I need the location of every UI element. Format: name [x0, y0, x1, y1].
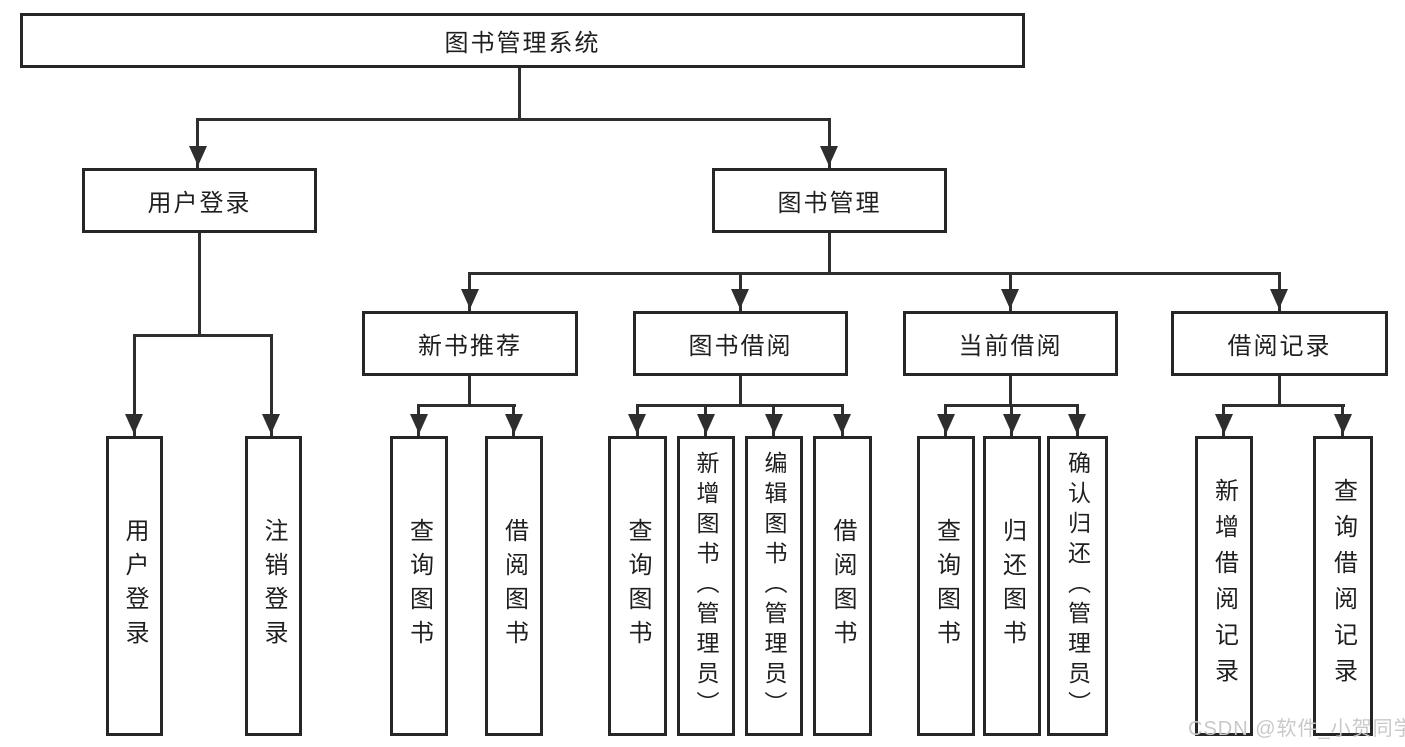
connector-line — [196, 118, 831, 121]
leaf-label: 查询图书 — [932, 518, 960, 654]
node-root-label: 图书管理系统 — [444, 30, 601, 57]
connector-line — [270, 334, 273, 436]
leaf-label: 查询借阅记录 — [1329, 478, 1357, 694]
arrow-down-icon — [1068, 414, 1086, 434]
leaf-label: 新增图书（管理员） — [693, 451, 719, 721]
node-book-borrow-label: 图书借阅 — [688, 333, 793, 360]
leaf-add-borrow-record: 新增借阅记录 — [1195, 436, 1253, 736]
connector-line — [518, 68, 521, 120]
connector-line — [739, 376, 742, 406]
arrow-down-icon — [1001, 289, 1019, 309]
leaf-label: 归还图书 — [998, 518, 1026, 654]
leaf-logout: 注销登录 — [245, 436, 302, 736]
arrow-down-icon — [1003, 414, 1021, 434]
leaf-confirm-return-admin: 确认归还（管理员） — [1047, 436, 1108, 736]
connector-line — [133, 334, 273, 337]
connector-line — [1278, 376, 1281, 406]
arrow-down-icon — [937, 414, 955, 434]
arrow-down-icon — [1334, 414, 1352, 434]
arrow-down-icon — [262, 414, 280, 434]
arrow-down-icon — [628, 414, 646, 434]
connector-line — [468, 272, 1281, 275]
arrow-down-icon — [820, 146, 838, 166]
leaf-user-login: 用户登录 — [106, 436, 163, 736]
connector-line — [196, 118, 199, 168]
arrow-down-icon — [461, 289, 479, 309]
node-book-borrow: 图书借阅 — [633, 311, 848, 376]
node-book-management-label: 图书管理 — [777, 190, 882, 217]
node-user-login: 用户登录 — [82, 168, 317, 233]
connector-line — [828, 118, 831, 168]
leaf-return-books: 归还图书 — [983, 436, 1041, 736]
node-current-borrow: 当前借阅 — [903, 311, 1118, 376]
leaf-borrow-books-recommend: 借阅图书 — [485, 436, 543, 736]
node-root: 图书管理系统 — [20, 13, 1025, 68]
node-new-book-recommend-label: 新书推荐 — [418, 333, 522, 360]
watermark: CSDN @软件_小贺同学 — [1188, 718, 1405, 740]
arrow-down-icon — [1215, 414, 1233, 434]
leaf-label: 用户登录 — [121, 518, 148, 654]
arrow-down-icon — [1270, 289, 1288, 309]
leaf-label: 借阅图书 — [829, 518, 856, 654]
leaf-query-books-borrow: 查询图书 — [608, 436, 667, 736]
arrow-down-icon — [697, 414, 715, 434]
connector-line — [198, 233, 201, 336]
arrow-down-icon — [833, 414, 851, 434]
arrow-down-icon — [125, 414, 143, 434]
leaf-label: 借阅图书 — [500, 518, 528, 654]
node-current-borrow-label: 当前借阅 — [958, 333, 1063, 360]
connector-line — [468, 376, 471, 406]
leaf-query-books-current: 查询图书 — [917, 436, 975, 736]
leaf-label: 确认归还（管理员） — [1064, 451, 1091, 721]
connector-line — [636, 404, 844, 407]
arrow-down-icon — [505, 414, 523, 434]
leaf-label: 查询图书 — [405, 518, 433, 654]
node-book-management: 图书管理 — [712, 168, 947, 233]
leaf-query-books-recommend: 查询图书 — [390, 436, 448, 736]
connector-line — [417, 404, 516, 407]
leaf-add-books-admin: 新增图书（管理员） — [677, 436, 735, 736]
leaf-label: 查询图书 — [624, 518, 651, 654]
node-borrow-records: 借阅记录 — [1171, 311, 1388, 376]
node-borrow-records-label: 借阅记录 — [1227, 333, 1332, 360]
arrow-down-icon — [765, 414, 783, 434]
leaf-query-borrow-record: 查询借阅记录 — [1313, 436, 1373, 736]
connector-line — [828, 233, 831, 274]
node-user-login-label: 用户登录 — [147, 190, 252, 217]
node-new-book-recommend: 新书推荐 — [362, 311, 578, 376]
arrow-down-icon — [731, 289, 749, 309]
leaf-label: 新增借阅记录 — [1210, 478, 1238, 694]
leaf-label: 注销登录 — [260, 518, 287, 654]
arrow-down-icon — [189, 146, 207, 166]
connector-line — [1222, 404, 1345, 407]
connector-line — [1009, 376, 1012, 406]
arrow-down-icon — [410, 414, 428, 434]
leaf-label: 编辑图书（管理员） — [761, 451, 787, 721]
leaf-borrow-books: 借阅图书 — [813, 436, 872, 736]
leaf-edit-books-admin: 编辑图书（管理员） — [745, 436, 803, 736]
connector-line — [133, 334, 136, 436]
